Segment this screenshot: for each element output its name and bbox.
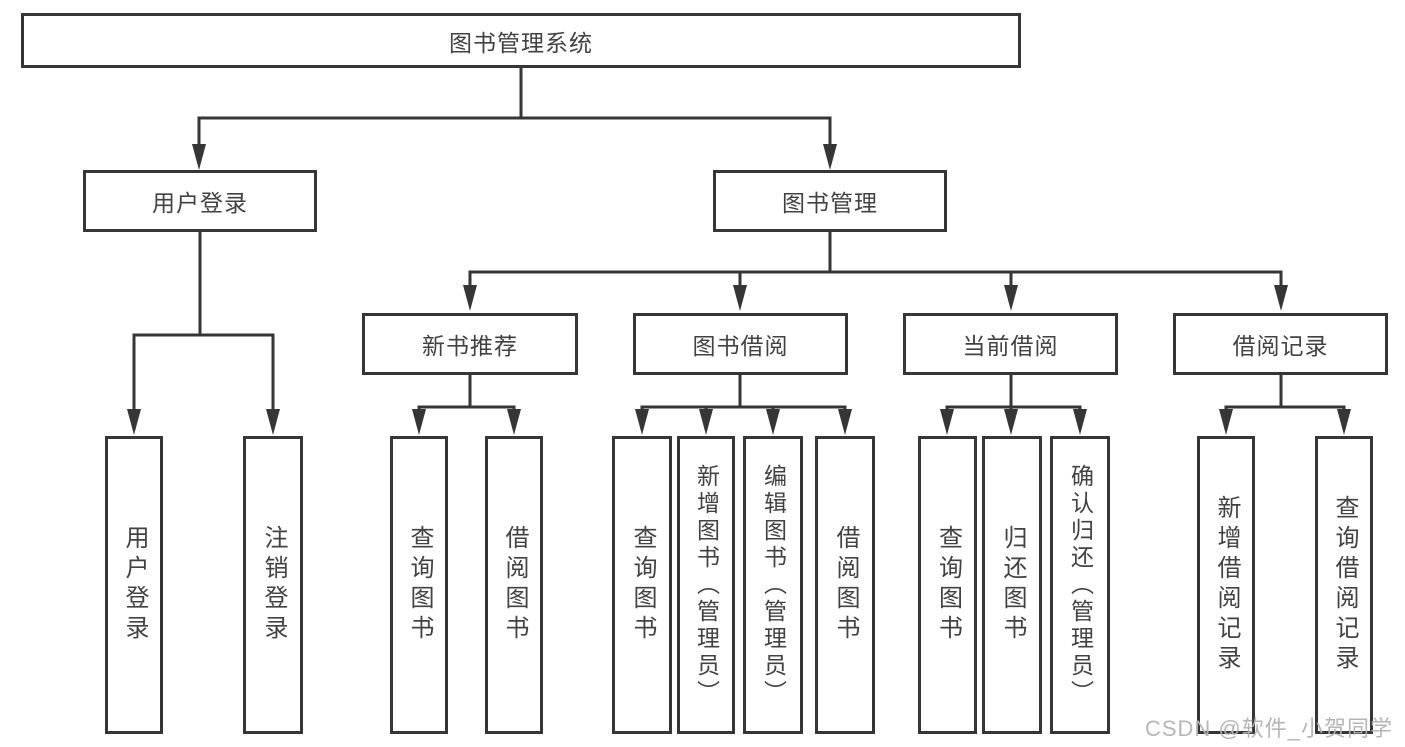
arrowhead: [463, 285, 477, 311]
arrowhead: [823, 144, 837, 170]
arrowhead: [1219, 409, 1233, 435]
leaf-current-query-label: 查询图书: [934, 525, 962, 645]
leaf-edit-book-admin: 编辑图书（管理员）: [743, 436, 803, 734]
arrowhead: [1004, 285, 1018, 311]
arrowhead: [940, 409, 954, 435]
leaf-logout-label: 注销登录: [260, 525, 287, 645]
node-root: 图书管理系统: [21, 13, 1021, 68]
node-user-login-label: 用户登录: [152, 190, 248, 216]
leaf-borrow-book: 借阅图书: [815, 436, 875, 734]
arrowhead: [635, 409, 649, 435]
leaf-edit-book-admin-label: 编辑图书（管理员）: [760, 463, 787, 707]
arrowhead: [838, 409, 852, 435]
leaf-user-login-label: 用户登录: [121, 525, 148, 645]
node-new-books-label: 新书推荐: [422, 333, 518, 359]
arrowhead: [1274, 285, 1288, 311]
node-book-mgmt-label: 图书管理: [782, 190, 878, 216]
leaf-confirm-return-admin: 确认归还（管理员）: [1050, 436, 1110, 734]
watermark: CSDN @软件_小贺同学: [1144, 716, 1393, 741]
leaf-logout: 注销登录: [243, 436, 303, 734]
connector-new-books-children: [412, 375, 521, 435]
arrowhead: [127, 409, 141, 435]
leaf-query-borrow-record-label: 查询借阅记录: [1331, 495, 1358, 675]
connector-borrow-records-children: [1219, 375, 1351, 435]
node-borrow-records-label: 借阅记录: [1232, 333, 1329, 359]
leaf-user-login: 用户登录: [105, 436, 163, 734]
leaf-current-query: 查询图书: [918, 436, 977, 734]
leaf-newbooks-borrow: 借阅图书: [485, 436, 543, 734]
arrowhead: [507, 409, 521, 435]
leaf-confirm-return-admin-label: 确认归还（管理员）: [1067, 463, 1094, 707]
arrowhead: [266, 409, 280, 435]
connector-user-login-children: [127, 232, 280, 435]
node-borrow-records: 借阅记录: [1173, 313, 1388, 375]
arrowhead: [766, 409, 780, 435]
leaf-return-book-label: 归还图书: [999, 525, 1026, 645]
leaf-newbooks-borrow-label: 借阅图书: [501, 525, 528, 645]
node-book-borrow-label: 图书借阅: [692, 333, 789, 359]
connector-book-borrow-children: [635, 375, 852, 435]
connector-book-mgmt-level2: [463, 232, 1288, 311]
node-current-borrow: 当前借阅: [903, 313, 1118, 375]
node-book-mgmt: 图书管理: [713, 170, 947, 232]
arrowhead: [1004, 409, 1018, 435]
leaf-add-book-admin: 新增图书（管理员）: [677, 436, 735, 734]
node-current-borrow-label: 当前借阅: [962, 333, 1059, 359]
leaf-borrow-book-label: 借阅图书: [832, 525, 859, 645]
leaf-add-borrow-record: 新增借阅记录: [1197, 436, 1255, 734]
connector-current-borrow-children: [940, 375, 1087, 435]
leaf-borrow-query: 查询图书: [612, 436, 672, 734]
arrowhead: [733, 285, 747, 311]
leaf-return-book: 归还图书: [982, 436, 1042, 734]
leaf-borrow-query-label: 查询图书: [629, 525, 656, 645]
arrowhead: [192, 144, 206, 170]
arrowhead: [1337, 409, 1351, 435]
leaf-newbooks-query-label: 查询图书: [406, 525, 433, 645]
node-user-login: 用户登录: [83, 170, 317, 232]
node-root-label: 图书管理系统: [449, 29, 593, 56]
node-new-books: 新书推荐: [362, 313, 578, 375]
leaf-add-borrow-record-label: 新增借阅记录: [1213, 495, 1240, 675]
arrowhead: [412, 409, 426, 435]
node-book-borrow: 图书借阅: [633, 313, 848, 375]
arrowhead: [699, 409, 713, 435]
connector-root-to-level1: [192, 68, 837, 170]
leaf-query-borrow-record: 查询借阅记录: [1315, 436, 1373, 734]
leaf-add-book-admin-label: 新增图书（管理员）: [693, 463, 720, 707]
leaf-newbooks-query: 查询图书: [390, 436, 448, 734]
arrowhead: [1073, 409, 1087, 435]
